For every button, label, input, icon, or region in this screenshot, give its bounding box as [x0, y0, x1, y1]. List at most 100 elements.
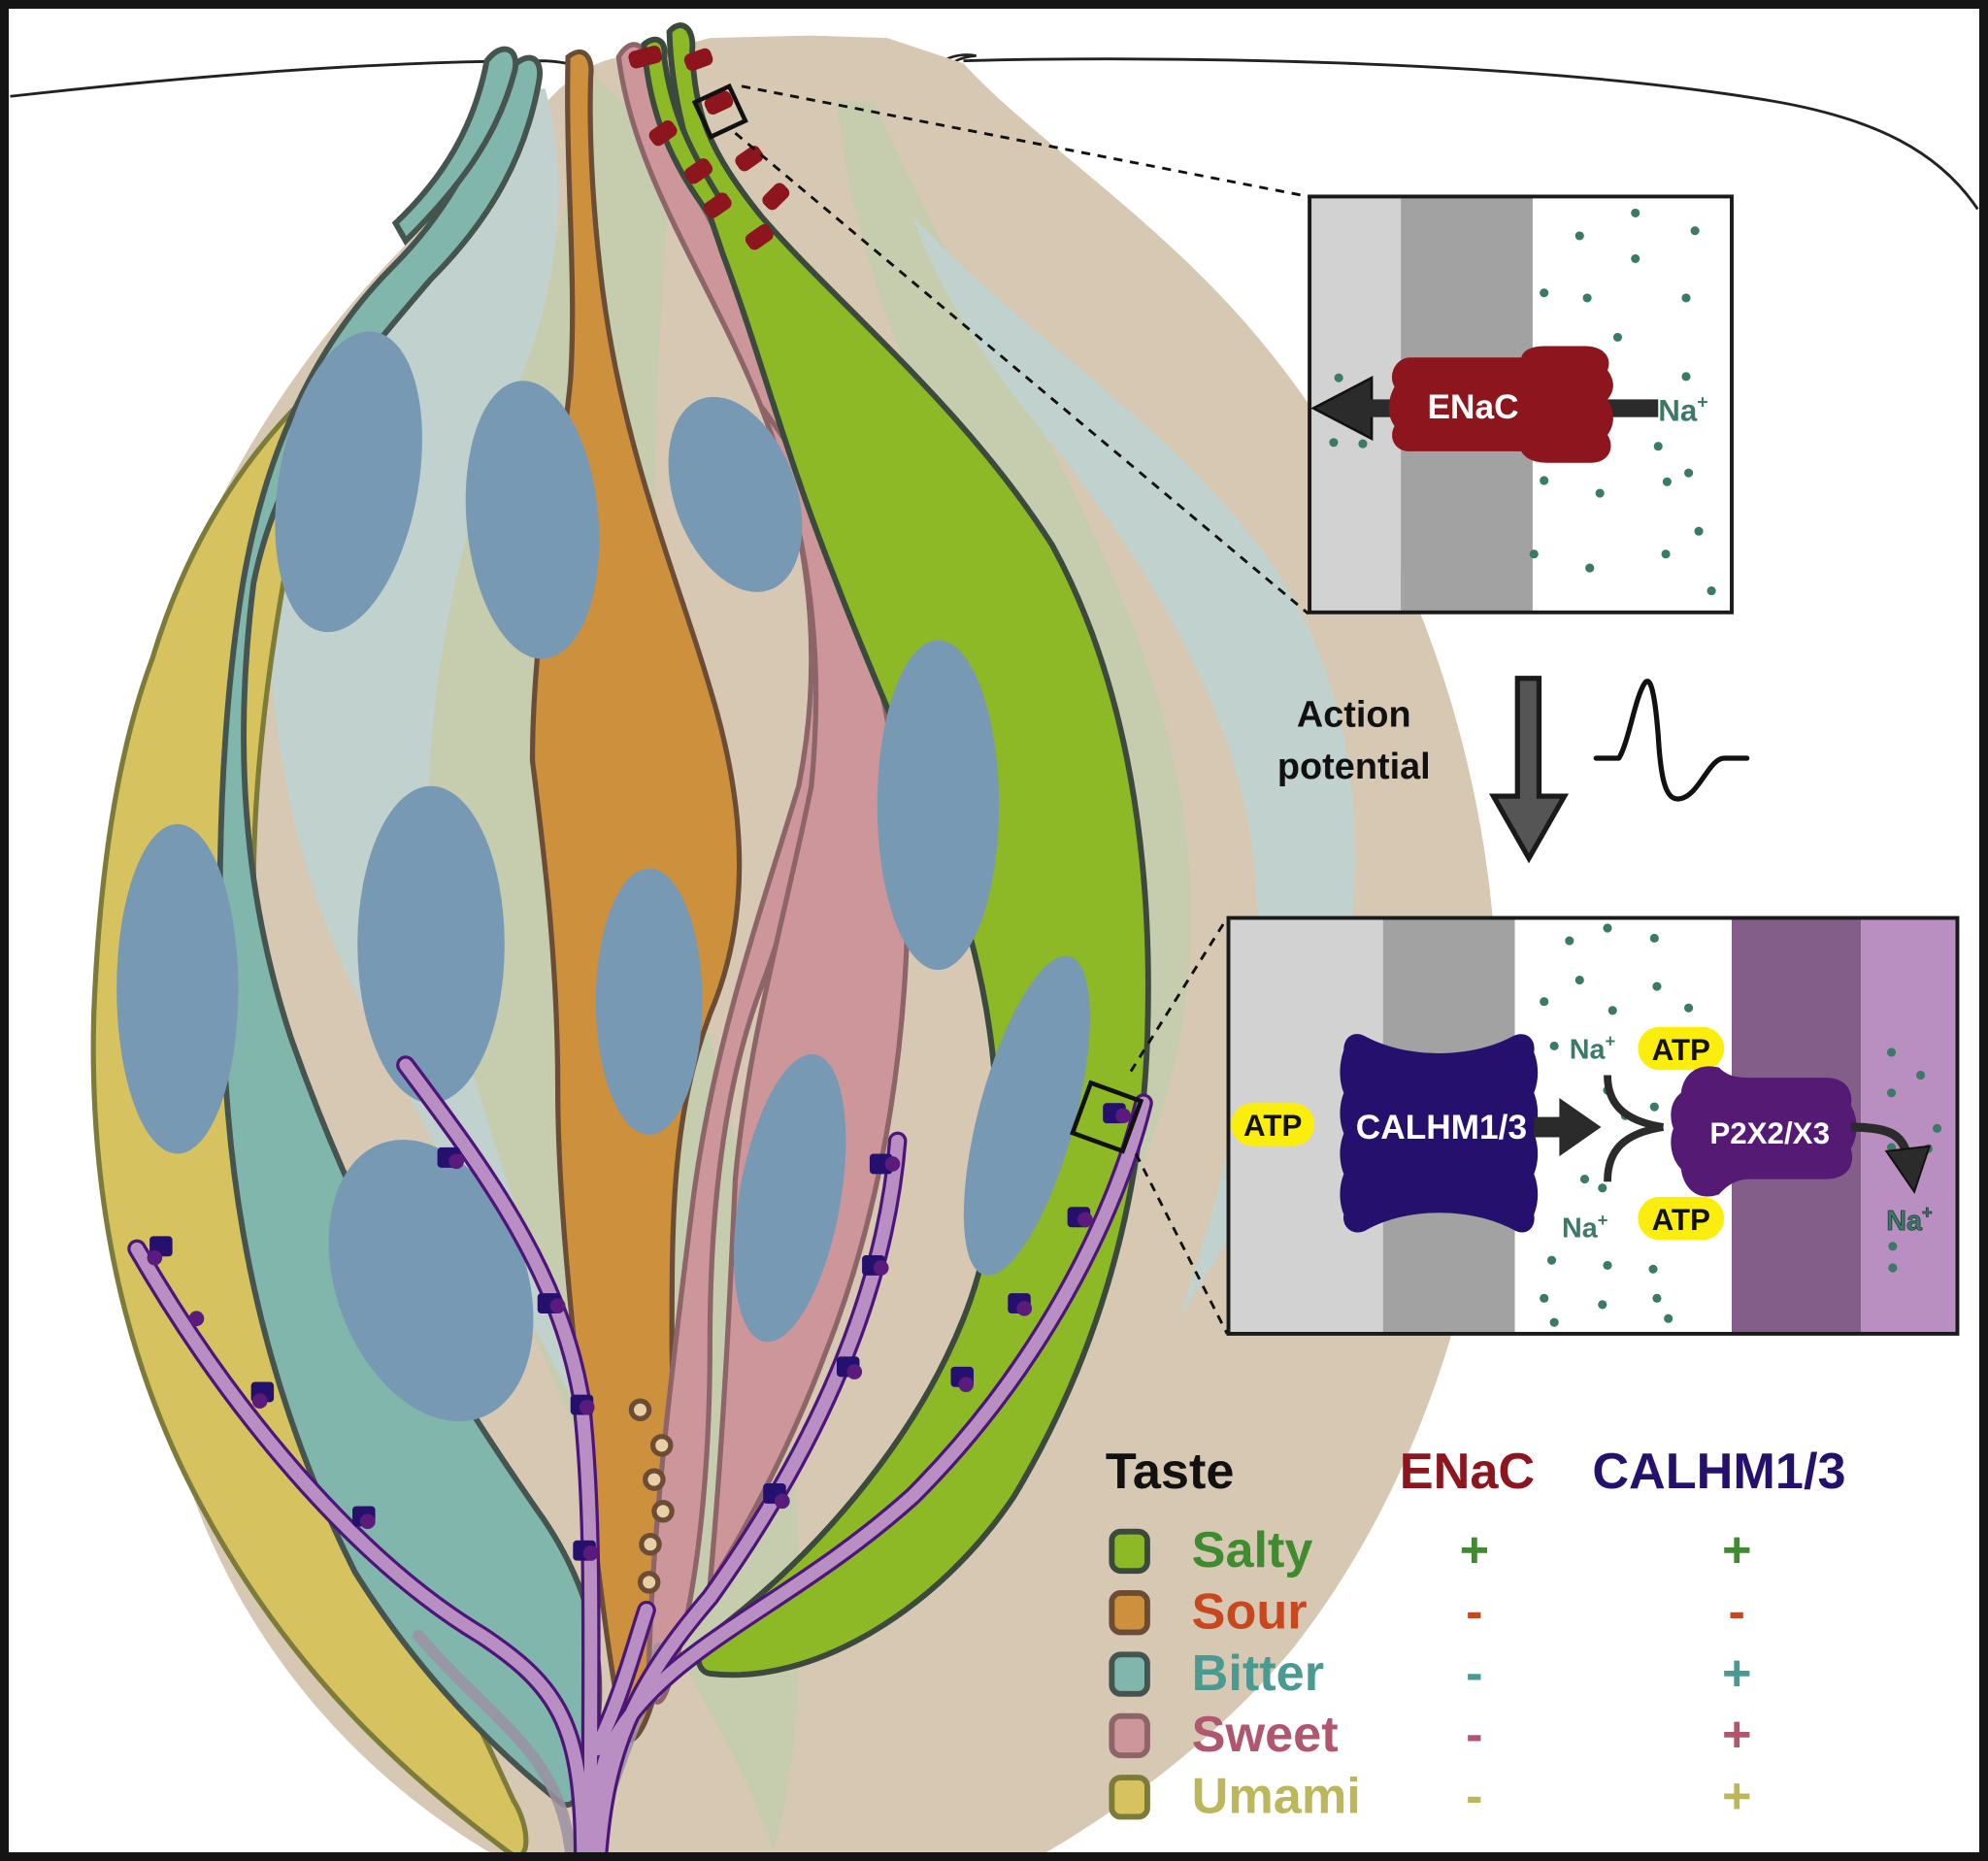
- legend-swatch: [1109, 1590, 1150, 1636]
- nerve-fiber: [589, 1096, 1150, 1861]
- calhm-channel-marker: [869, 1153, 893, 1175]
- synapse-inset-border: [1226, 915, 1960, 1336]
- connector-line: [1129, 916, 1229, 1073]
- legend-enac-value: -: [1466, 1769, 1482, 1825]
- sodium-ion: [1631, 253, 1640, 263]
- sodium-ion: [1607, 1006, 1617, 1015]
- sodium-ion: [1706, 586, 1716, 596]
- legend-taste-name: Sweet: [1192, 1707, 1339, 1763]
- enac-callout-box: [691, 83, 748, 140]
- enac-channel-marker: [628, 46, 663, 69]
- sodium-ion: [1888, 1242, 1898, 1251]
- p2x-receptor-marker: [549, 1298, 566, 1314]
- sodium-ion: [1549, 1041, 1559, 1051]
- sodium-ion: [1329, 438, 1339, 448]
- nerve-fiber: [589, 1604, 653, 1756]
- sodium-ion: [1540, 476, 1549, 485]
- legend: Taste ENaC CALHM1/3 Salty++Sour--Bitter-…: [1106, 1444, 1846, 1824]
- calhm-channel: [1340, 1034, 1539, 1233]
- legend-taste-name: Bitter: [1192, 1645, 1324, 1702]
- sodium-ion: [1595, 488, 1605, 498]
- nucleus-sour: [595, 868, 703, 1135]
- legend-taste-name: Salty: [1192, 1522, 1313, 1579]
- atp-label-bottom: ATP: [1652, 1203, 1710, 1237]
- sodium-ion: [1684, 1003, 1694, 1013]
- p2x-receptor-marker: [188, 1311, 205, 1327]
- nerve-fiber-shadow: [413, 1629, 577, 1857]
- sodium-ion: [1916, 1070, 1926, 1080]
- atp-badge-left: [1231, 1103, 1315, 1147]
- p2x-receptor: [1671, 1066, 1857, 1197]
- influx-arrow-head: [1884, 1145, 1932, 1194]
- nerve-fiber: [130, 1242, 590, 1861]
- legend-enac-value: -: [1466, 1707, 1482, 1763]
- p2x-receptor-marker: [1115, 1108, 1131, 1124]
- nuclei: [116, 331, 1090, 1422]
- nucleus-umami: [116, 823, 239, 1154]
- sodium-label-top: Na+: [1570, 1031, 1615, 1066]
- enac-channel-marker: [648, 119, 678, 147]
- connector-line: [1134, 1152, 1229, 1335]
- atp-label-left: ATP: [1243, 1109, 1302, 1143]
- synapse-markers: [147, 1103, 1131, 1561]
- legend-row: Sweet - +: [1109, 1707, 1752, 1763]
- vesicle: [639, 1532, 662, 1556]
- connector-line: [741, 84, 1309, 198]
- sodium-label-bottom: Na+: [1562, 1210, 1607, 1245]
- sodium-ion: [1529, 549, 1539, 559]
- sodium-label-out: Na+: [1886, 1202, 1932, 1237]
- sodium-ion: [1694, 526, 1704, 536]
- legend-swatch: [1109, 1528, 1150, 1575]
- atp-badge-top: [1638, 1026, 1725, 1071]
- p2x-receptor-marker: [579, 1399, 595, 1415]
- action-potential-label-line2: potential: [1277, 747, 1431, 787]
- vesicle: [649, 1434, 674, 1457]
- vesicle: [637, 1571, 661, 1594]
- enac-channel-marker: [683, 48, 713, 72]
- legend-calhm-value: +: [1722, 1645, 1752, 1702]
- legend-enac-value: +: [1460, 1522, 1490, 1579]
- taste-bud: [90, 22, 1498, 1861]
- sodium-ion: [1652, 981, 1662, 991]
- nucleus-support-2: [465, 381, 600, 659]
- p2x-receptor-marker: [873, 1260, 889, 1276]
- legend-calhm-value: +: [1722, 1522, 1752, 1579]
- enac-channel-marker: [735, 146, 764, 172]
- nucleus-salty: [963, 955, 1090, 1276]
- convergence-arrow-bottom: [1604, 1123, 1665, 1182]
- callout-connectors: [734, 84, 1309, 1335]
- convergence-arrow-top: [1604, 1075, 1665, 1131]
- sodium-ion: [1681, 372, 1691, 382]
- sodium-ion: [1888, 1263, 1898, 1273]
- sodium-ion: [1649, 933, 1659, 944]
- sodium-ion: [1574, 975, 1584, 985]
- atp-label-top: ATP: [1652, 1033, 1710, 1067]
- sodium-ion: [1546, 1255, 1557, 1265]
- synapse-inset: ATP CALHM1/3 Na+ Na+ ATP ATP P2X2/X3 Na: [1226, 915, 1960, 1336]
- p2x-receptor-marker: [251, 1393, 268, 1409]
- p2x-receptor-label: P2X2/X3: [1709, 1116, 1830, 1150]
- cell-bitter-tip: [391, 46, 519, 246]
- p2x-receptor-marker: [846, 1364, 863, 1379]
- legend-row: Sour--: [1109, 1584, 1745, 1641]
- p2x-receptors: [147, 1108, 1131, 1561]
- nucleus-support-3: [877, 640, 1000, 971]
- vesicle: [651, 1499, 675, 1523]
- legend-calhm-value: +: [1722, 1707, 1752, 1763]
- nucleus-bitter-lower: [328, 1140, 534, 1422]
- sodium-ion: [1603, 923, 1612, 933]
- enac-channel-label: ENaC: [1428, 388, 1519, 426]
- p2x-receptor-marker: [958, 1377, 975, 1392]
- p2x-receptor-marker: [774, 1493, 790, 1510]
- legend-enac-value: -: [1466, 1645, 1482, 1702]
- sodium-ion: [1603, 1260, 1612, 1270]
- nucleus-bitter-upper: [275, 331, 422, 633]
- enac-channel-marker: [745, 224, 774, 250]
- sodium-ion: [1932, 1123, 1942, 1133]
- legend-header-calhm: CALHM1/3: [1592, 1444, 1845, 1500]
- p2x-receptor-marker: [448, 1153, 464, 1170]
- release-arrow-head: [1559, 1097, 1602, 1157]
- sodium-ion: [1358, 439, 1368, 449]
- sodium-ion: [1661, 549, 1671, 559]
- sodium-ion: [1648, 1264, 1658, 1274]
